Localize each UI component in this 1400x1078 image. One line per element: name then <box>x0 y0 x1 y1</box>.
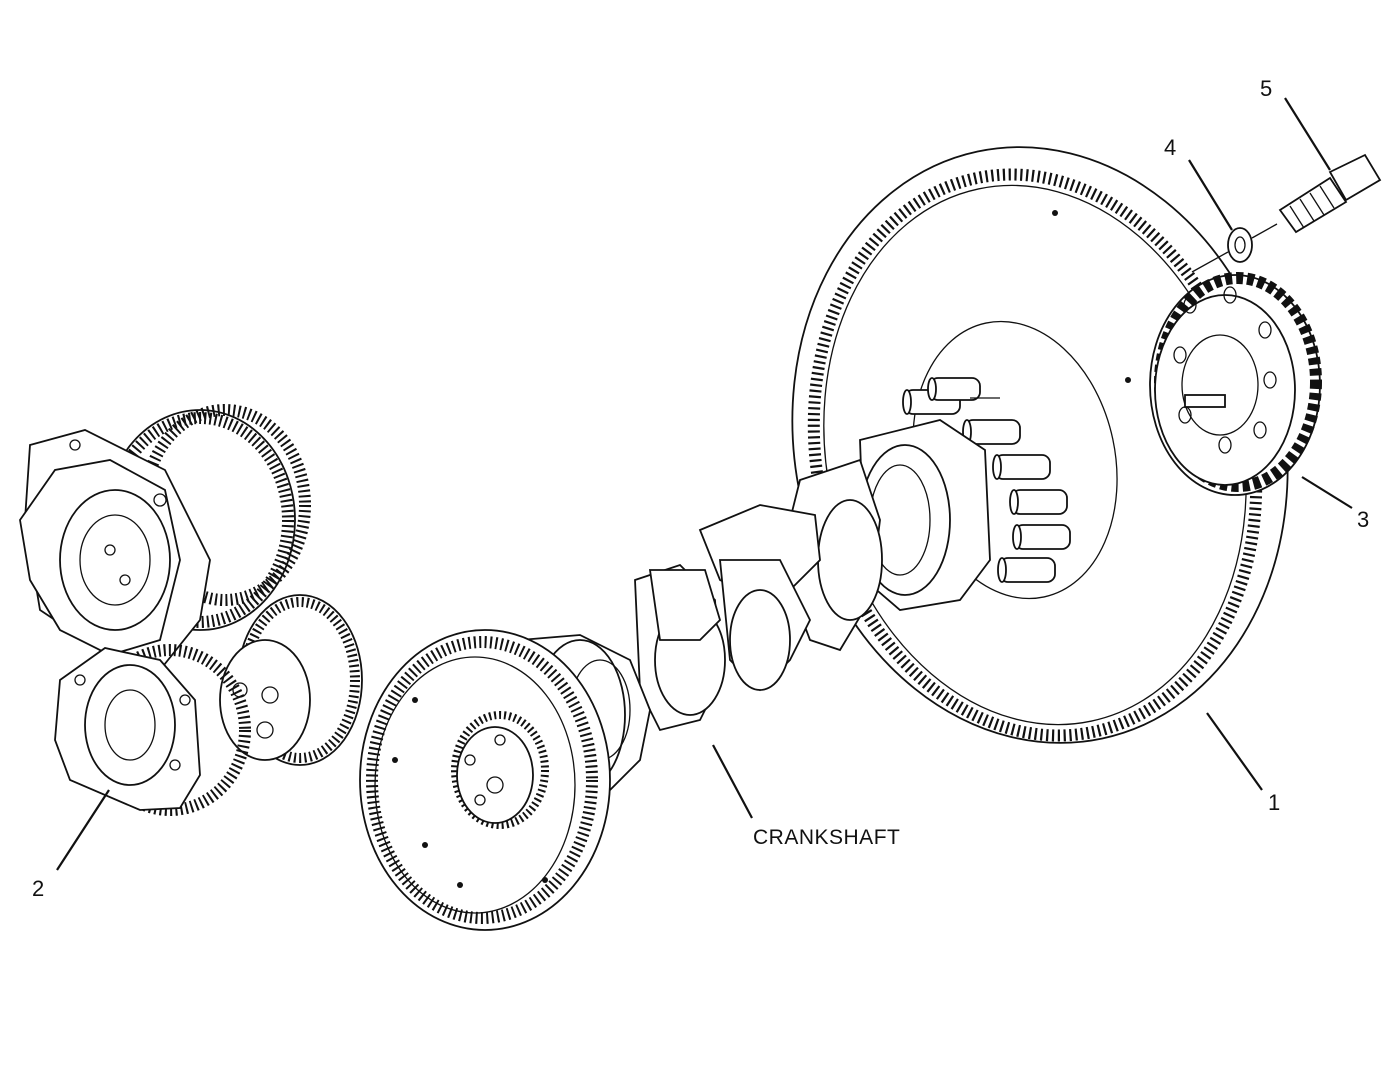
callout-4: 4 <box>1164 135 1176 160</box>
callout-2: 2 <box>32 876 44 901</box>
upper-gear-housing <box>19 404 311 672</box>
leader-line-2 <box>56 789 110 871</box>
bolt <box>1278 153 1382 234</box>
leader-line-1 <box>1206 712 1263 791</box>
rear-gear-plate <box>1149 272 1322 496</box>
leader-line-crankshaft <box>712 744 753 819</box>
callout-1: 1 <box>1268 790 1280 815</box>
flywheel-bolt-group <box>902 377 1071 583</box>
callout-3: 3 <box>1357 507 1369 532</box>
callout-5: 5 <box>1260 76 1272 101</box>
crankshaft-label: CRANKSHAFT <box>753 826 900 849</box>
lower-gear-housing <box>54 644 251 816</box>
idler-gear <box>219 594 363 766</box>
leader-line-3 <box>1301 476 1353 509</box>
washer <box>1191 223 1278 273</box>
crankshaft-front-gear <box>359 629 611 931</box>
leader-line-5 <box>1284 97 1331 171</box>
leader-line-4 <box>1188 159 1233 231</box>
